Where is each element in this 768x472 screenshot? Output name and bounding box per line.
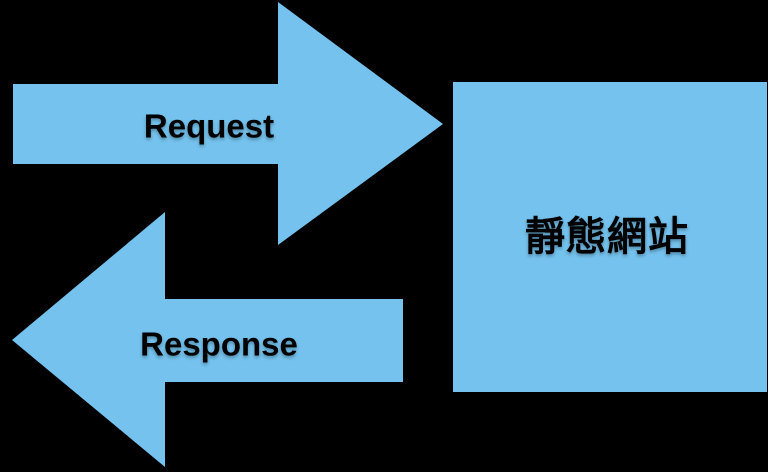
- static-website-box: [453, 82, 767, 392]
- static-website-label: 靜態網站: [525, 215, 689, 259]
- response-left-arrow-icon: [12, 212, 403, 467]
- request-label: Request: [143, 107, 275, 145]
- request-right-arrow-icon: [13, 2, 443, 245]
- response-label: Response: [140, 325, 298, 363]
